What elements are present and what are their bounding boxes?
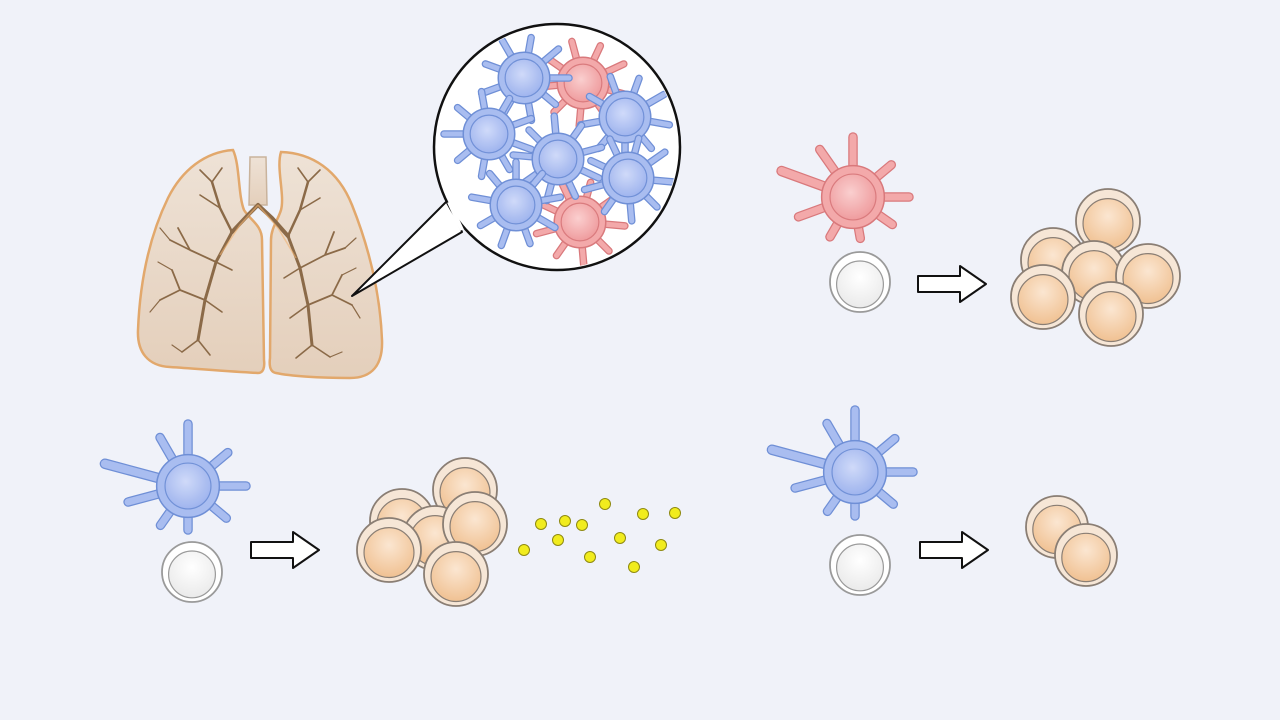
dendritic-cell-icon: [477, 33, 573, 125]
dendritic-cell-icon: [580, 134, 677, 225]
cytokine-dot-icon: [637, 508, 649, 520]
t-cell-icon: [423, 541, 489, 607]
callout-cell-cluster: [440, 33, 677, 268]
lungs-icon: [136, 148, 384, 380]
t-cell-icon: [1054, 523, 1118, 587]
cytokine-dot-icon: [518, 544, 530, 556]
t-cell-icon: [1075, 188, 1141, 254]
t-cell-icon: [442, 491, 508, 557]
cytokine-dot-icon: [535, 518, 547, 530]
panel-top-right: [776, 132, 1181, 347]
t-cell-icon: [161, 541, 223, 603]
dendritic-cell-icon: [467, 158, 565, 250]
cytokine-dot-icon: [584, 551, 596, 563]
t-cell-icon: [356, 517, 422, 583]
cytokine-dot-icon: [599, 498, 611, 510]
cytokine-dot-icon: [614, 532, 626, 544]
cytokine-dot-icon: [669, 507, 681, 519]
dendritic-cell-icon: [99, 419, 251, 535]
panel-bottom-right: [766, 405, 1118, 596]
t-cell-icon: [829, 534, 891, 596]
cytokine-dot-icon: [552, 534, 564, 546]
t-cell-icon: [1010, 264, 1076, 330]
dendritic-cell-icon: [766, 405, 918, 521]
cytokine-dot-icon: [628, 561, 640, 573]
cytokine-dot-icon: [655, 539, 667, 551]
arrow-right-icon: [917, 265, 987, 303]
cytokine-dot-icon: [559, 515, 571, 527]
arrow-right-icon: [250, 531, 320, 569]
dendritic-cell-icon: [776, 132, 914, 244]
dendritic-cell-icon: [440, 87, 536, 181]
magnifier-callout-icon: [351, 22, 682, 297]
arrow-right-icon: [919, 531, 989, 569]
panel-bottom-left: [99, 419, 681, 607]
t-cell-icon: [829, 251, 891, 313]
t-cell-icon: [1078, 281, 1144, 347]
cytokine-dot-icon: [576, 519, 588, 531]
